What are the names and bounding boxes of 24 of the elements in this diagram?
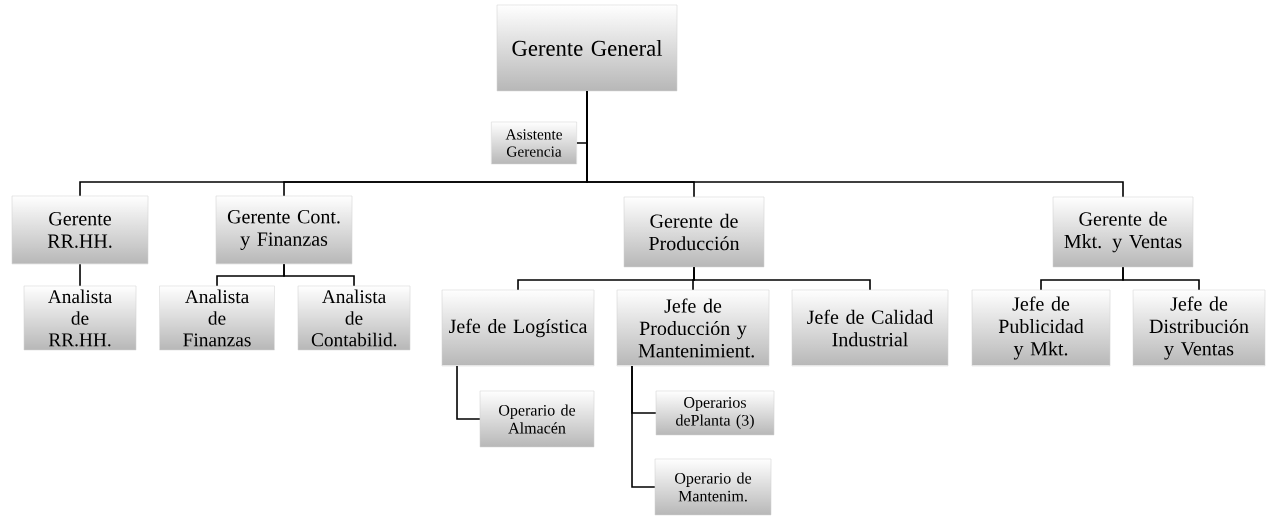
connector-line [631, 365, 656, 488]
org-box: Operario de Almacén [479, 390, 595, 448]
org-box: Analista de Contabilid. [297, 285, 411, 351]
org-box: Jefe de Producción y Mantenimient. [616, 289, 770, 367]
org-box: Gerente de Mkt. y Ventas [1052, 196, 1194, 268]
connector-line [586, 90, 1124, 198]
connector-line [456, 365, 481, 420]
org-box: Jefe de Publicidad y Mkt. [971, 289, 1111, 367]
connector-line [1122, 266, 1200, 291]
connector-line [693, 266, 871, 291]
org-box: Jefe de Calidad Industrial [791, 289, 949, 367]
connector-line [79, 263, 81, 287]
org-box: Asistente Gerencia [491, 121, 577, 165]
org-box: Analista de Finanzas [159, 285, 275, 351]
org-box: Operario de Mantenim. [654, 458, 772, 516]
org-box: Gerente RR.HH. [11, 195, 149, 265]
connector-line [283, 263, 355, 287]
org-box: Jefe de Logística [441, 289, 595, 367]
org-box: Gerente de Producción [623, 196, 765, 268]
org-box: Gerente General [496, 4, 678, 92]
org-box: Operarios dePlanta (3) [655, 390, 775, 436]
org-box: Analista de RR.HH. [23, 285, 137, 351]
org-box: Jefe de Distribución y Ventas [1132, 289, 1266, 367]
org-box: Gerente Cont. y Finanzas [215, 195, 353, 265]
